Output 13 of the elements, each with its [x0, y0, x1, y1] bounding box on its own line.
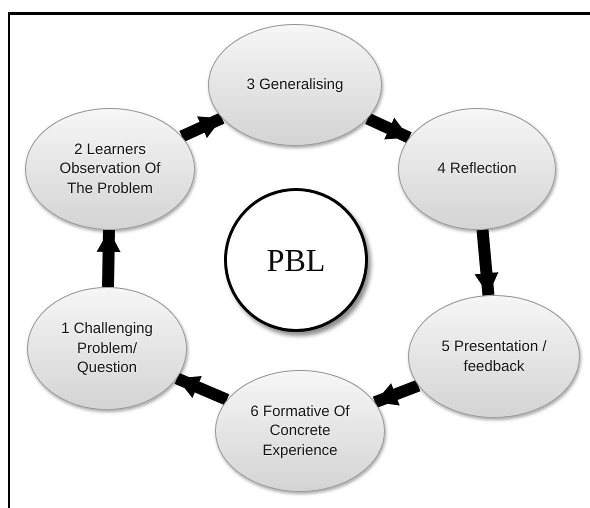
step-label: 6 Formative Of Concrete Experience [249, 402, 351, 460]
step-label: 2 Learners Observation Of The Problem [58, 140, 162, 198]
block-arrow [372, 380, 420, 408]
center-label: PBL [266, 241, 326, 280]
step-label: 3 Generalising [246, 75, 344, 95]
block-arrow [474, 229, 498, 296]
block-arrow [96, 230, 121, 288]
step-label: 4 Reflection [437, 159, 517, 179]
step-label: 1 Challenging Problem/ Question [60, 319, 154, 378]
block-arrow [179, 112, 224, 142]
block-arrow [365, 113, 412, 144]
step-label: 5 Presentation / feedback [440, 337, 548, 376]
block-arrow [174, 372, 230, 406]
